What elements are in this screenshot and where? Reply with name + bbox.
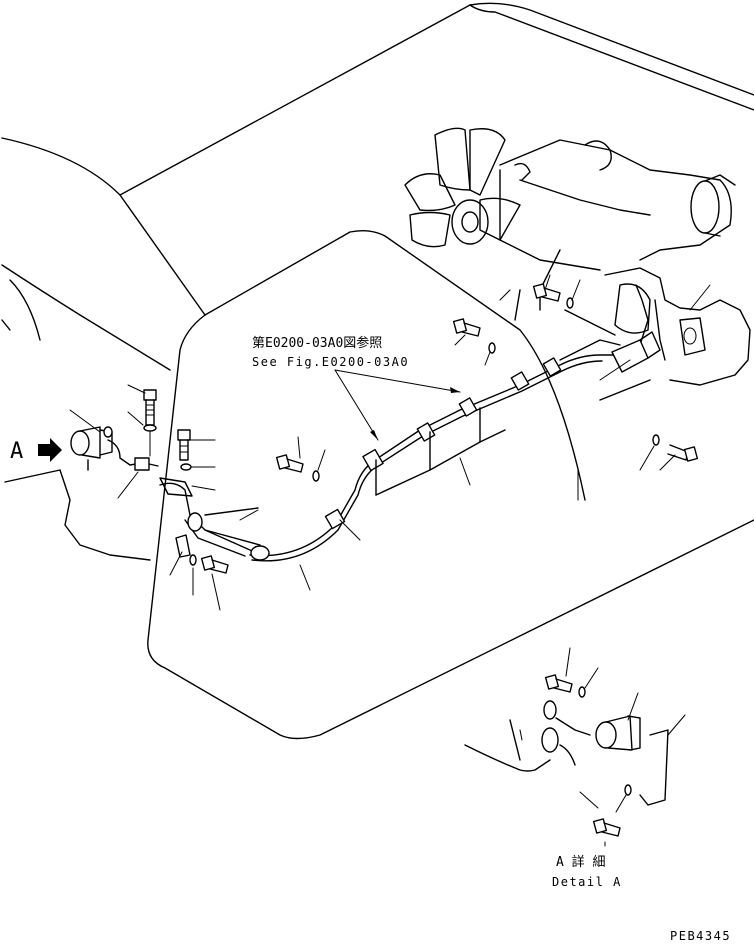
bolt-3 xyxy=(200,555,229,574)
view-arrow-icon xyxy=(38,438,62,462)
drawing-code: PEB4345 xyxy=(670,929,731,943)
engine-assembly xyxy=(404,127,751,386)
washer-4 xyxy=(312,470,320,482)
detail-a-drawing xyxy=(464,647,686,847)
wiring-harness xyxy=(159,284,661,562)
washer-2 xyxy=(180,463,192,471)
view-a-marker: A xyxy=(10,438,62,464)
bolt-6 xyxy=(532,283,561,302)
washer-6 xyxy=(566,297,574,309)
bolt-5 xyxy=(452,318,481,337)
bolt-2 xyxy=(177,429,191,461)
leader-lines xyxy=(69,274,711,611)
reference-label-en: See Fig.E0200-03A0 xyxy=(252,355,409,369)
view-marker-label: A xyxy=(10,439,23,464)
washer-1 xyxy=(143,424,157,432)
washer-3 xyxy=(189,554,197,566)
detail-title-en: Detail A xyxy=(552,875,622,889)
detail-title-jp: A 詳 細 xyxy=(556,854,605,870)
machine-body-outlines xyxy=(1,2,754,740)
bolt-4 xyxy=(275,454,304,473)
bolt-1 xyxy=(143,389,157,426)
bolt-7 xyxy=(667,444,699,462)
reference-label-jp: 第E0200-03A0図参照 xyxy=(252,335,382,351)
washer-5 xyxy=(488,342,496,354)
fasteners xyxy=(143,283,699,574)
washer-7 xyxy=(652,434,660,446)
left-connector-assembly xyxy=(70,426,193,558)
